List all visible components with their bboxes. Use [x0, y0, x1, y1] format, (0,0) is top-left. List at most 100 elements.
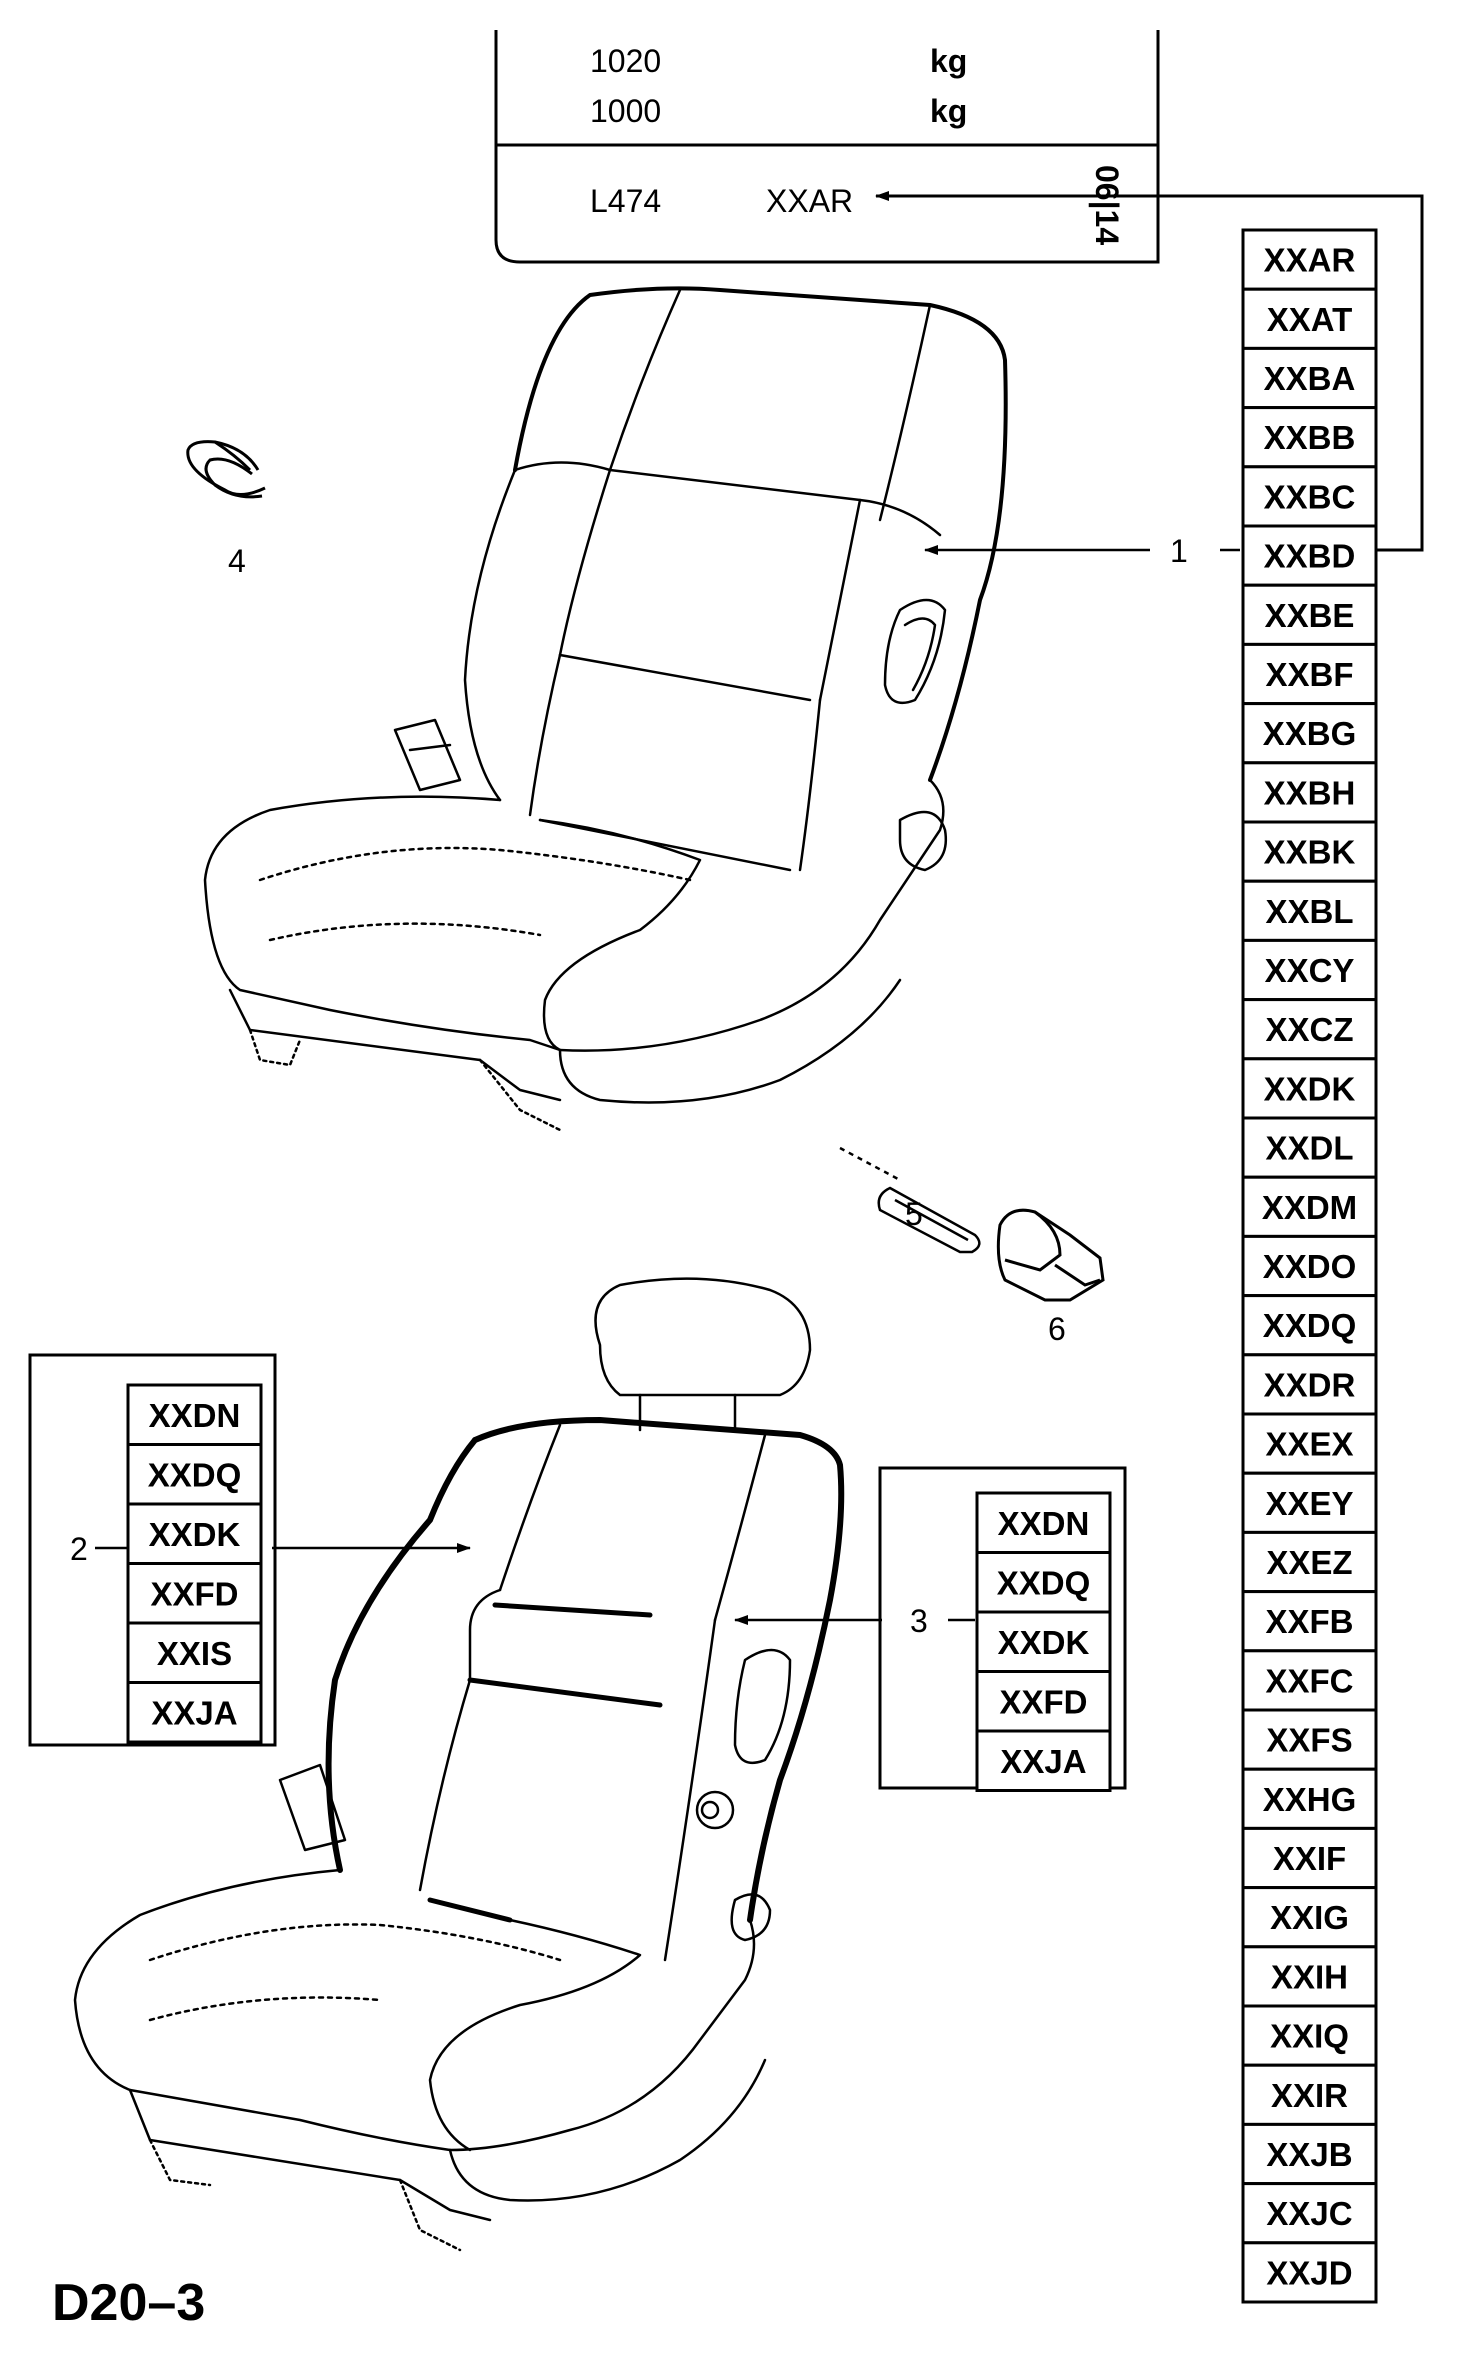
main-code-label: XXDL	[1265, 1130, 1353, 1167]
main-code-box	[1241, 406, 1378, 469]
main-code-box	[1241, 998, 1378, 1061]
main-code-box	[1241, 1649, 1378, 1712]
main-code-label: XXBG	[1263, 715, 1357, 752]
main-code-box	[1241, 879, 1378, 942]
main-code-label: XXDK	[1264, 1070, 1356, 1107]
trim-strip-illustration	[839, 1146, 981, 1254]
vehicle-data-plate: 1020 kg 1000 kg L474 XXAR 06|14	[494, 30, 1424, 552]
main-code-cell: XXHG	[1241, 1767, 1378, 1830]
main-code-cell: XXBF	[1241, 642, 1378, 706]
main-code-cell: XXEY	[1241, 1471, 1378, 1534]
main-code-label: XXBK	[1264, 834, 1356, 871]
main-code-cell: XXEX	[1241, 1412, 1378, 1475]
main-code-label: XXAR	[1264, 242, 1356, 279]
main-code-box	[1241, 2063, 1378, 2126]
upper-seat-illustration	[203, 286, 1008, 1132]
main-code-label: XXDO	[1263, 1248, 1357, 1285]
main-code-cell: XXBA	[1241, 346, 1378, 410]
callout-6: 6	[1048, 1311, 1066, 1347]
main-code-box	[1241, 2122, 1378, 2186]
right-code-label: XXDN	[998, 1505, 1090, 1542]
main-code-label: XXBL	[1265, 893, 1353, 930]
main-code-box	[1241, 702, 1378, 765]
main-code-cell: XXCZ	[1241, 998, 1378, 1061]
left-code-box	[126, 1502, 263, 1565]
main-code-box	[1241, 1116, 1378, 1179]
right-code-label: XXJA	[1000, 1743, 1086, 1780]
main-code-box	[1241, 1353, 1378, 1416]
main-code-label: XXDR	[1264, 1366, 1356, 1403]
main-code-label: XXEY	[1265, 1485, 1353, 1522]
main-code-label: XXBB	[1264, 419, 1356, 456]
right-code-box	[975, 1551, 1112, 1614]
main-code-label: XXBC	[1264, 478, 1356, 515]
main-code-label: XXDM	[1262, 1189, 1357, 1226]
main-code-cell: XXBH	[1241, 761, 1378, 824]
main-code-label: XXIH	[1271, 1958, 1348, 1995]
main-code-label: XXBE	[1265, 597, 1355, 634]
page-identifier: D20–3	[52, 2274, 205, 2332]
main-code-label: XXEX	[1265, 1426, 1353, 1463]
callout-5: 5	[905, 1196, 923, 1232]
main-code-box	[1241, 346, 1378, 410]
main-code-label: XXFB	[1265, 1603, 1353, 1640]
clip-illustration	[996, 1208, 1105, 1302]
main-code-box	[1241, 1945, 1378, 2008]
left-code-box	[126, 1443, 263, 1506]
left-code-label: XXDK	[149, 1516, 241, 1553]
main-code-box	[1241, 1708, 1378, 1771]
main-code-label: XXBD	[1264, 538, 1356, 575]
main-code-box	[1241, 1471, 1378, 1534]
main-code-label: XXJB	[1266, 2136, 1352, 2173]
main-code-label: XXFS	[1266, 1722, 1352, 1759]
main-code-box	[1241, 1826, 1378, 1890]
main-code-cell: XXFB	[1241, 1590, 1378, 1653]
main-code-label: XXEZ	[1266, 1544, 1352, 1581]
main-code-label: XXFC	[1265, 1662, 1353, 1699]
main-code-cell: XXIQ	[1241, 2004, 1378, 2067]
main-code-box	[1241, 1175, 1378, 1238]
main-code-cell: XXBK	[1241, 820, 1378, 883]
main-code-label: XXJD	[1266, 2254, 1352, 2291]
main-code-box	[1241, 1294, 1378, 1357]
code-list-main: XXAR XXAT XXBA XXBB XXBC XXBD XXBE XXBF XXBG XXBH…	[1241, 228, 1378, 2304]
main-code-cell: XXBD	[1241, 524, 1378, 587]
plate-rotated-code: 06|14	[1089, 165, 1125, 245]
main-code-cell: XXFC	[1241, 1649, 1378, 1712]
callout-1: 1	[1170, 533, 1188, 569]
main-code-cell: XXAT	[1241, 287, 1378, 350]
main-code-cell: XXBB	[1241, 406, 1378, 469]
plate-unit-1: kg	[930, 43, 967, 79]
callout-4: 4	[228, 543, 246, 579]
main-code-label: XXJC	[1266, 2195, 1352, 2232]
main-code-box	[1241, 820, 1378, 883]
left-code-cell: XXIS	[126, 1621, 263, 1684]
code-group-left-frame	[28, 1353, 277, 1747]
main-code-cell: XXBG	[1241, 702, 1378, 765]
right-code-label: XXFD	[999, 1683, 1087, 1720]
right-code-cell: XXFD	[975, 1670, 1112, 1733]
plate-weight-1: 1020	[590, 43, 661, 79]
main-code-cell: XXAR	[1241, 228, 1378, 291]
main-code-box	[1241, 228, 1378, 291]
left-code-cell: XXDN	[126, 1383, 263, 1446]
main-code-box	[1241, 583, 1378, 646]
main-code-label: XXBF	[1265, 656, 1353, 693]
main-code-label: XXCY	[1265, 952, 1355, 989]
main-code-box	[1241, 1886, 1378, 1949]
main-code-label: XXAT	[1267, 301, 1353, 338]
right-code-label: XXDQ	[997, 1564, 1091, 1601]
main-code-label: XXIR	[1271, 2077, 1348, 2114]
main-code-label: XXBA	[1264, 360, 1356, 397]
main-code-cell: XXJB	[1241, 2122, 1378, 2186]
callout-leaders	[95, 545, 1240, 1625]
plate-model: L474	[590, 183, 661, 219]
plate-unit-2: kg	[930, 93, 967, 129]
left-code-label: XXDQ	[148, 1456, 242, 1493]
main-code-box	[1241, 524, 1378, 587]
main-code-cell: XXEZ	[1241, 1530, 1378, 1594]
main-code-cell: XXIG	[1241, 1886, 1378, 1949]
